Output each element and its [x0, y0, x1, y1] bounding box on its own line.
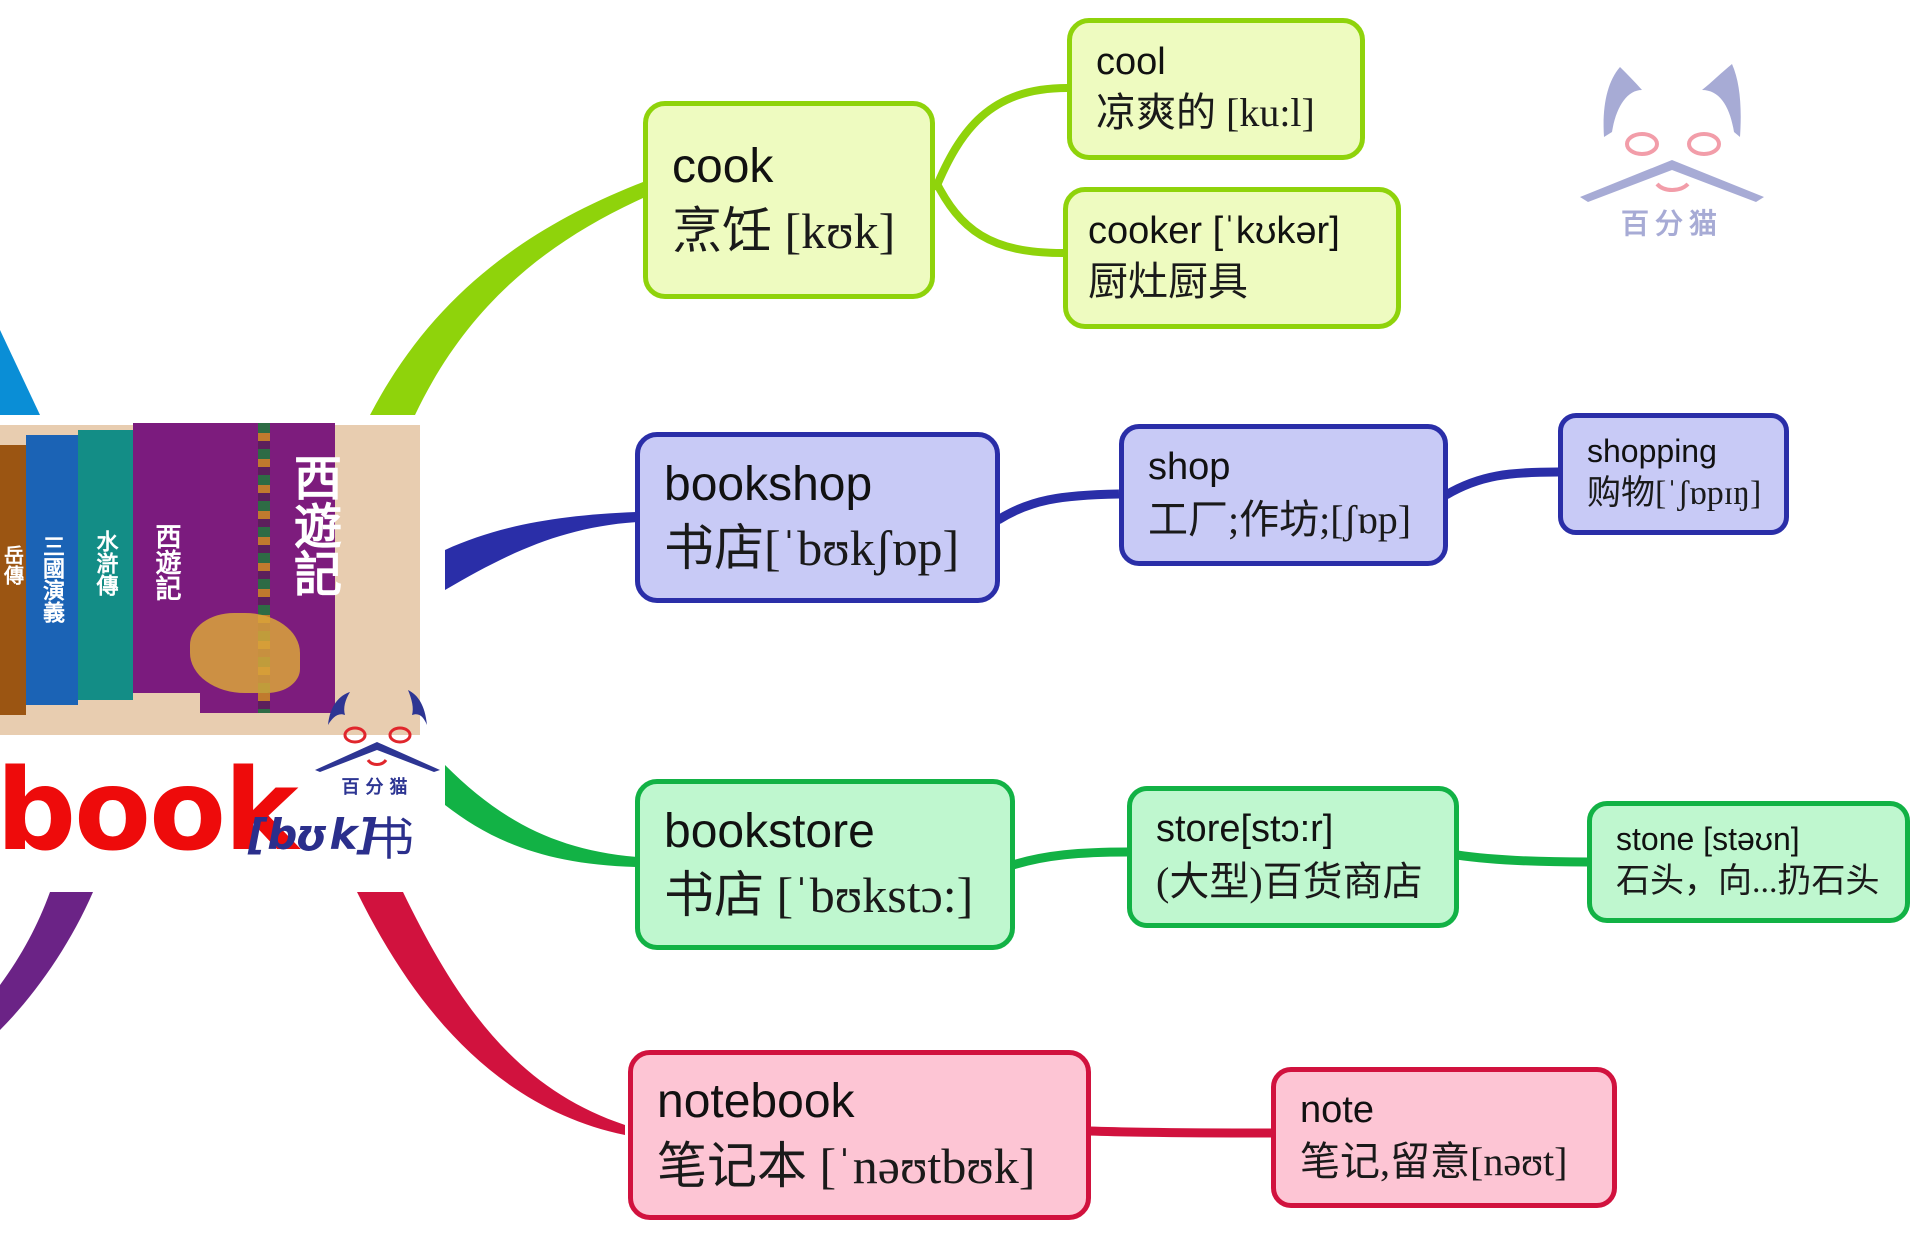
link-cook-cool [931, 84, 1068, 192]
node-gloss: 厨灶厨具 [1088, 258, 1248, 304]
cover-illustration [190, 613, 300, 693]
cover-title: 西遊記 [285, 453, 341, 597]
node-gloss: 工厂;作坊;[ʃɒp] [1148, 496, 1412, 542]
node-gloss: 笔记本 [ˈnəʊtbʊk] [657, 1137, 1036, 1194]
book-spine-title: 三國演義 [39, 535, 65, 623]
node-gloss: 凉爽的 [ku:l] [1096, 89, 1315, 135]
node-word: notebook [657, 1075, 855, 1129]
node-word: bookshop [664, 457, 873, 511]
node-gloss: 烹饪 [kʊk] [672, 202, 896, 259]
cat-logo-icon [1580, 64, 1764, 202]
node-cooker[interactable]: cooker [ˈkʊkər] 厨灶厨具 [1063, 187, 1401, 329]
link-shop-shopping [1443, 467, 1559, 499]
link-bookstore-store [1011, 847, 1129, 870]
node-word: shopping [1587, 433, 1717, 470]
branch-sky-left [0, 330, 40, 415]
baifenmao-watermark: 百分猫 [1572, 62, 1772, 240]
node-bookshop[interactable]: bookshop 书店[ˈbʊkʃɒp] [635, 432, 1000, 603]
node-word: cook [672, 140, 774, 194]
branch-bookstore [445, 765, 637, 867]
node-cook[interactable]: cook 烹饪 [kʊk] [643, 101, 935, 299]
node-shopping[interactable]: shopping 购物[ˈʃɒpɪŋ] [1558, 413, 1789, 535]
branch-purple-left [0, 892, 93, 1030]
node-gloss: 书店 [ˈbʊkstɔ:] [664, 867, 974, 924]
book-spine: 水滸傳 [78, 430, 133, 700]
branch-bookshop [445, 512, 637, 590]
node-store[interactable]: store[stɔ:r] (大型)百货商店 [1127, 786, 1459, 928]
book-spine: 岳傳 [0, 445, 26, 715]
book-cover: 西遊記 [190, 423, 341, 713]
node-cool[interactable]: cool 凉爽的 [ku:l] [1067, 18, 1365, 160]
branch-notebook [357, 892, 625, 1135]
node-stone[interactable]: stone [stəʊn] 石头，向...扔石头 [1587, 801, 1910, 923]
node-gloss: 石头，向...扔石头 [1616, 863, 1880, 900]
central-ipa: [bʊk] [248, 810, 377, 859]
books-illustration: 岳傳 三國演義 水滸傳 西遊記 西遊記 [0, 415, 420, 740]
baifenmao-logo-small: 百分猫 [310, 680, 445, 800]
watermark-text: 百分猫 [1620, 207, 1723, 240]
node-notebook[interactable]: notebook 笔记本 [ˈnəʊtbʊk] [628, 1050, 1091, 1220]
node-word: note [1300, 1088, 1374, 1131]
central-meaning: 书 [368, 812, 414, 865]
central-topic-image[interactable]: 岳傳 三國演義 水滸傳 西遊記 西遊記 百分猫 book [bʊk] 书 [0, 415, 445, 865]
node-gloss: (大型)百货商店 [1156, 858, 1423, 904]
node-bookstore[interactable]: bookstore 书店 [ˈbʊkstɔ:] [635, 779, 1015, 950]
book-spine-title: 岳傳 [0, 545, 25, 585]
node-gloss: 书店[ˈbʊkʃɒp] [664, 520, 960, 577]
logo-text: 百分猫 [341, 777, 414, 798]
node-word: cooker [ˈkʊkər] [1088, 210, 1340, 253]
link-store-stone [1456, 850, 1589, 867]
node-word: cool [1096, 41, 1166, 84]
link-cook-cooker [931, 178, 1064, 257]
book-spine-title: 水滸傳 [92, 530, 119, 596]
node-gloss: 购物[ˈʃɒpɪŋ] [1587, 475, 1762, 512]
book-spine: 西遊記 [133, 423, 200, 693]
link-bookshop-shop [995, 489, 1120, 524]
node-word: stone [stəʊn] [1616, 821, 1800, 858]
node-word: store[stɔ:r] [1156, 808, 1334, 851]
node-word: shop [1148, 446, 1231, 489]
book-spine-title: 西遊記 [151, 523, 181, 601]
link-notebook-note [1088, 1126, 1273, 1138]
cat-logo-icon [315, 690, 440, 772]
node-note[interactable]: note 笔记,留意[nəʊt] [1271, 1067, 1617, 1208]
branch-cook [370, 182, 643, 415]
central-word: book [0, 746, 299, 865]
book-spine: 三國演義 [26, 435, 78, 705]
node-gloss: 笔记,留意[nəʊt] [1300, 1139, 1568, 1185]
node-word: bookstore [664, 804, 875, 858]
node-shop[interactable]: shop 工厂;作坊;[ʃɒp] [1119, 424, 1448, 566]
